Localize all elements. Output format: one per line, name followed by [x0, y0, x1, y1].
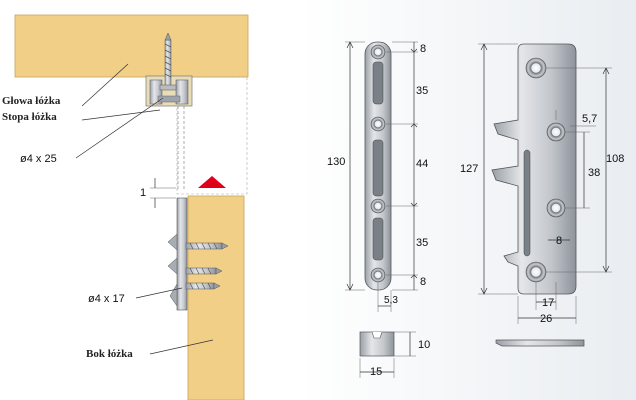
hole-3 — [370, 198, 386, 214]
bed-side-wood — [187, 195, 245, 400]
right-panel-background — [300, 0, 636, 400]
side-hole-1 — [525, 57, 547, 79]
lower-plate — [167, 197, 188, 311]
foot-label: Stopa łóżka — [2, 111, 57, 123]
dim-top: 8 — [420, 43, 426, 55]
side-hole-2 — [546, 122, 566, 142]
dim-side-height: 127 — [460, 163, 478, 175]
side-screw-2 — [185, 267, 223, 275]
dim-side-width: 26 — [540, 313, 552, 325]
side-label: Bok łóżka — [86, 348, 133, 360]
upper-bracket-base — [157, 95, 181, 103]
hole-2 — [370, 116, 386, 132]
dim-offset: 5,3 — [384, 295, 398, 306]
hidden-outline — [176, 76, 248, 195]
dim-side-inner: 108 — [606, 153, 624, 165]
dim-seg1: 35 — [416, 85, 428, 97]
dim-seg2: 44 — [416, 158, 428, 170]
hole-4 — [370, 267, 386, 283]
front-plate-drawing: 8 35 44 35 8 130 5,3 10 15 — [327, 41, 430, 378]
hole-1 — [370, 44, 386, 60]
top-screw — [159, 32, 177, 91]
dim-side-width-inner: 17 — [542, 297, 554, 309]
side-screw-3 — [185, 282, 221, 290]
mounting-illustration: 1 Głowa łóżka Stopa łóżka ø4 x 25 ø4 x 1… — [2, 14, 249, 400]
side-screw-1 — [185, 242, 229, 250]
dim-bottom: 8 — [420, 276, 426, 288]
leader-bottom-screw — [135, 287, 183, 299]
dim-side-slot: 8 — [556, 235, 562, 247]
head-board-wood — [14, 14, 249, 78]
dim-side-hole-dx: 5,7 — [582, 113, 597, 125]
dim-seg3: 35 — [416, 237, 428, 249]
side-plate-body — [491, 43, 577, 295]
slot-3 — [372, 217, 384, 261]
top-screw-label: ø4 x 25 — [20, 153, 57, 165]
bottom-screw-label: ø4 x 17 — [88, 293, 125, 305]
leader-head — [81, 63, 129, 107]
side-plate-profile — [495, 339, 585, 347]
slot-2 — [372, 139, 384, 197]
side-hole-3 — [546, 198, 566, 218]
side-hole-4 — [525, 261, 547, 283]
gap-dimension: 1 — [140, 187, 146, 199]
side-slot — [523, 149, 531, 257]
slot-1 — [372, 61, 384, 105]
dim-side-spacing: 38 — [588, 167, 600, 179]
leader-top-screw — [75, 97, 164, 159]
leader-side — [149, 339, 214, 355]
side-plate-drawing: 127 108 38 5,7 8 17 26 — [460, 43, 624, 347]
dim-thickness: 10 — [418, 339, 430, 351]
dim-width: 15 — [370, 366, 382, 378]
insert-arrow-icon — [198, 176, 226, 188]
leader-foot — [81, 109, 161, 121]
dim-height: 130 — [327, 156, 345, 168]
head-label: Głowa łóżka — [2, 95, 61, 107]
